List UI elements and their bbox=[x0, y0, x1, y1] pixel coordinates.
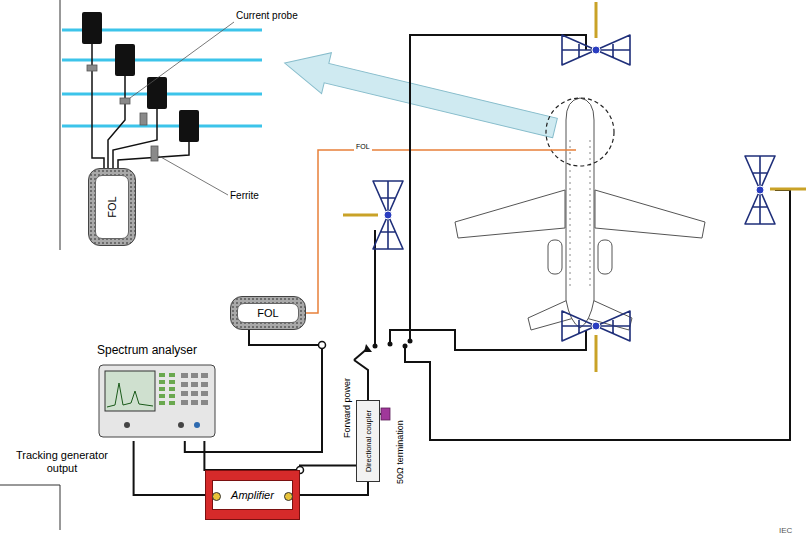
text-label: Forward power bbox=[342, 378, 352, 438]
box-label: Directional coupler bbox=[364, 410, 373, 472]
analyser-drawing bbox=[97, 361, 219, 441]
device-box: Directional coupler bbox=[356, 400, 380, 482]
text-label: 50Ω termination bbox=[395, 420, 405, 484]
text-label: Current probe bbox=[236, 10, 298, 22]
box-label: Amplifier bbox=[231, 489, 274, 501]
text-label: Tracking generator output bbox=[4, 449, 120, 474]
amp-terminal bbox=[212, 492, 221, 501]
amp-panel: Amplifier bbox=[212, 480, 293, 510]
device-box: FOL bbox=[88, 168, 136, 246]
fol-panel: FOL bbox=[237, 303, 299, 323]
analyser-node: Spectrum analyser bbox=[97, 343, 219, 441]
text-label: IEC bbox=[779, 526, 792, 535]
device-box: FOL bbox=[230, 296, 306, 330]
cable bbox=[204, 441, 356, 470]
connector-joint bbox=[319, 342, 326, 349]
cable bbox=[134, 441, 205, 495]
box-label: Spectrum analyser bbox=[97, 343, 219, 357]
box-label: FOL bbox=[257, 307, 278, 319]
device-box: Amplifier bbox=[205, 470, 300, 520]
text-label: Ferrite bbox=[230, 190, 259, 202]
cable bbox=[300, 482, 368, 495]
fol-panel: FOL bbox=[95, 175, 129, 239]
amp-terminal bbox=[284, 492, 293, 501]
box-label: FOL bbox=[106, 196, 118, 217]
text-label: FOL bbox=[354, 143, 372, 151]
